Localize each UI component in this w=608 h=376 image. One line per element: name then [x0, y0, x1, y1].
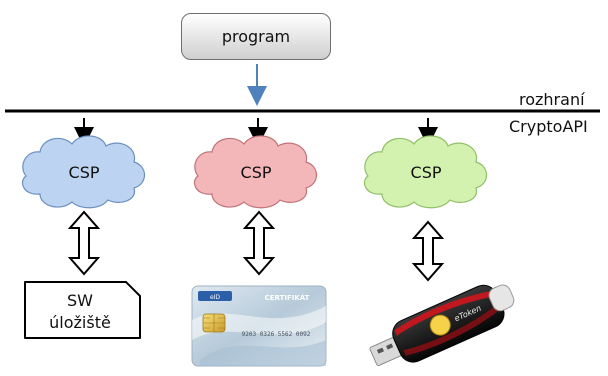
bidirectional-arrow-3	[411, 220, 445, 282]
card-number: 9203 0326 5562 0092	[242, 331, 311, 338]
interface-label-cryptoapi: CryptoAPI	[509, 117, 588, 136]
card-title: CERTIFIKÁT	[265, 293, 310, 302]
csp-label-3: CSP	[411, 163, 442, 182]
csp-cloud-1: CSP	[21, 135, 146, 209]
csp-cloud-3: CSP	[363, 135, 488, 209]
sw-storage-line1: SW	[67, 291, 93, 310]
interface-label-rozhrani: rozhraní	[519, 90, 585, 109]
csp-label-1: CSP	[69, 163, 100, 182]
usb-token-image: eToken	[369, 284, 515, 367]
sw-storage-line2: úložiště	[49, 313, 111, 332]
csp-label-2: CSP	[241, 163, 272, 182]
bidirectional-arrow-1	[67, 210, 101, 276]
program-label: program	[221, 27, 291, 46]
sw-storage-label: SW úložiště	[20, 290, 140, 334]
program-box: program	[181, 13, 331, 60]
sw-storage-shape	[24, 281, 141, 339]
smart-card-image: eID CERTIFIKÁT 9203 0326 5562 0092	[191, 285, 327, 367]
csp-cloud-2: CSP	[193, 135, 318, 209]
bidirectional-arrow-2	[242, 210, 276, 276]
svg-text:eID: eID	[210, 294, 220, 301]
